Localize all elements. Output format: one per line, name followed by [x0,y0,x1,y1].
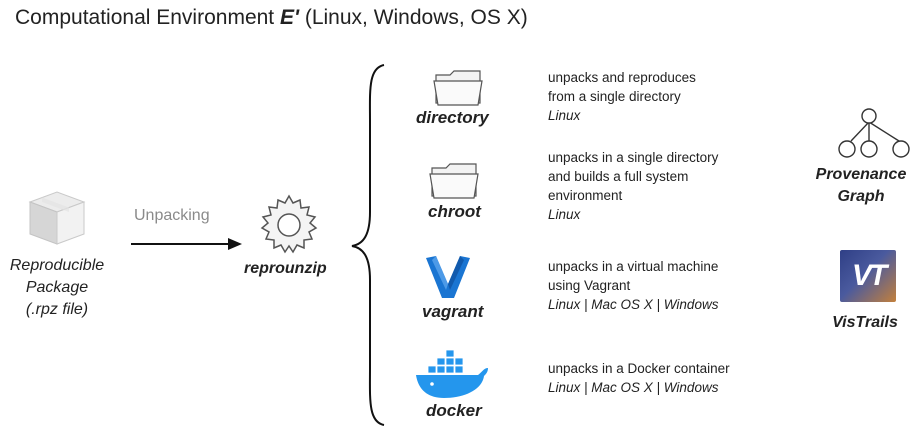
vagrant-logo-icon [426,256,470,298]
docker-whale-icon [416,350,488,398]
unpacker-name-vagrant: vagrant [422,302,484,321]
unpacker-name-docker: docker [426,401,482,420]
unpacker-desc-docker: unpacks in a Docker container Linux | Ma… [548,361,730,395]
folder-icon [429,163,479,199]
box-icon [28,191,86,245]
folder-icon [433,70,483,106]
curly-brace [351,64,385,426]
unpacker-desc-directory: unpacks and reproduces from a single dir… [548,70,696,123]
package-label: Reproducible Package (.rpz file) [9,257,105,318]
unpacker-desc-chroot: unpacks in a single directory and builds… [548,150,719,222]
vistrails-label: VisTrails [832,314,898,331]
unpacker-name-chroot: chroot [428,202,481,221]
diagram-title: Computational Environment E' (Linux, Win… [15,6,528,29]
graph-tree-icon [838,108,910,158]
unpacking-label: Unpacking [134,207,210,224]
provenance-graph-label: Provenance Graph [815,166,907,205]
vistrails-logo-icon: VT [840,250,896,302]
gear-icon [260,194,318,254]
reprounzip-label: reprounzip [244,260,327,277]
unpacker-name-directory: directory [416,108,489,127]
unpacker-desc-vagrant: unpacks in a virtual machine using Vagra… [548,259,719,312]
unpacking-arrow [131,238,242,250]
